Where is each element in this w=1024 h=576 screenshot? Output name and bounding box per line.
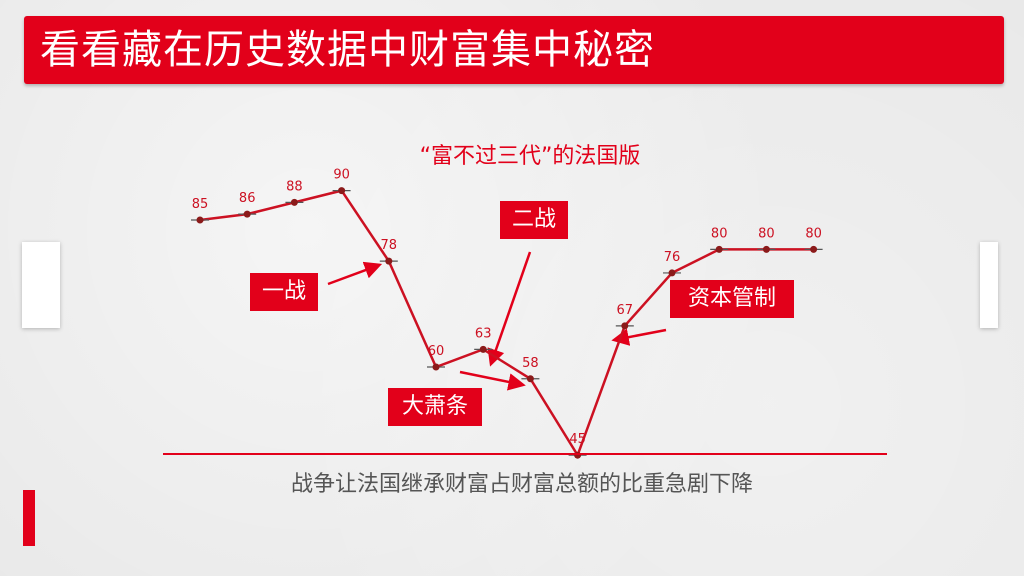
data-point bbox=[668, 269, 676, 277]
annotation-wwi: 一战 bbox=[250, 273, 318, 311]
chart-caption: 战争让法国继承财富占财富总额的比重急剧下降 bbox=[290, 472, 753, 497]
annotation-arrow bbox=[327, 261, 383, 286]
data-label: 90 bbox=[333, 168, 350, 183]
right-side-tab bbox=[980, 242, 998, 328]
data-point bbox=[338, 187, 346, 195]
data-label: 67 bbox=[617, 303, 634, 318]
data-label: 80 bbox=[805, 226, 822, 241]
data-point bbox=[432, 363, 440, 371]
data-label: 88 bbox=[286, 179, 303, 194]
annotation-arrow bbox=[611, 328, 667, 346]
data-label: 80 bbox=[711, 226, 728, 241]
data-point bbox=[385, 257, 393, 265]
page-title: 看看藏在历史数据中财富集中秘密 bbox=[40, 27, 655, 73]
data-label: 85 bbox=[192, 197, 209, 212]
chart-points bbox=[191, 187, 823, 459]
data-label: 76 bbox=[664, 250, 681, 265]
data-point bbox=[290, 198, 298, 206]
data-label: 80 bbox=[758, 226, 775, 241]
data-label: 86 bbox=[239, 191, 256, 206]
divider-line bbox=[163, 453, 887, 455]
data-point bbox=[479, 345, 487, 353]
data-point bbox=[810, 245, 818, 253]
title-bar: 看看藏在历史数据中财富集中秘密 bbox=[24, 16, 1004, 84]
corner-accent-bar bbox=[23, 490, 35, 546]
chart-data-labels: 85 86 88 90 78 60 63 58 45 67 76 80 80 80 bbox=[192, 168, 822, 448]
annotation-wwii: 二战 bbox=[500, 201, 568, 239]
annotation-great-depression: 大萧条 bbox=[388, 388, 482, 426]
data-label: 60 bbox=[428, 344, 445, 359]
data-label: 58 bbox=[522, 356, 539, 371]
data-label: 63 bbox=[475, 326, 492, 341]
chart-title: “富不过三代”的法国版 bbox=[419, 144, 641, 169]
data-label: 45 bbox=[569, 432, 586, 447]
data-point bbox=[762, 245, 770, 253]
data-point bbox=[243, 210, 251, 218]
data-point bbox=[196, 216, 204, 224]
annotation-arrow bbox=[487, 251, 532, 367]
data-point bbox=[621, 322, 629, 330]
data-point bbox=[526, 375, 534, 383]
annotation-arrow bbox=[459, 370, 526, 391]
chart-series bbox=[199, 189, 814, 459]
data-label: 78 bbox=[381, 238, 398, 253]
annotation-arrows bbox=[327, 251, 667, 391]
annotation-capital-controls: 资本管制 bbox=[670, 280, 794, 318]
left-side-tab bbox=[22, 242, 60, 328]
series-line bbox=[199, 189, 814, 459]
data-point bbox=[715, 245, 723, 253]
